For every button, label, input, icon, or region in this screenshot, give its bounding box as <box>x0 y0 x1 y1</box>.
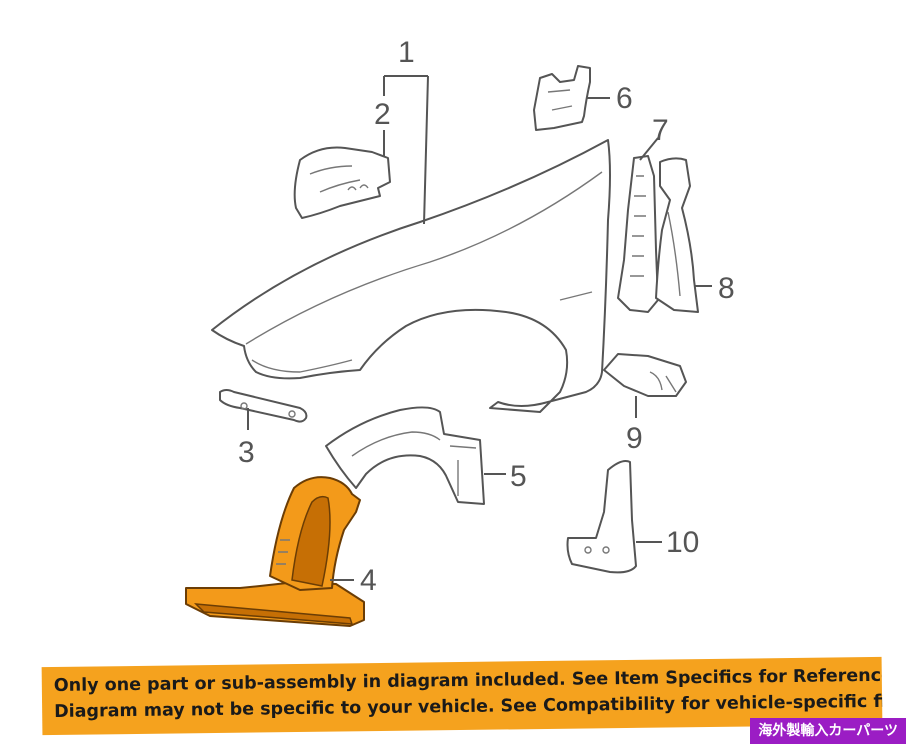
callout-6: 6 <box>616 82 633 115</box>
highlighted-part-4 <box>185 476 365 627</box>
callout-10: 10 <box>666 526 699 559</box>
watermark-label: 海外製輸入カーパーツ <box>750 718 906 744</box>
callout-7: 7 <box>652 114 669 147</box>
bracket-part-6 <box>533 65 591 131</box>
callout-2: 2 <box>374 98 391 131</box>
callout-1: 1 <box>398 36 415 69</box>
callout-8: 8 <box>718 272 735 305</box>
fender <box>211 139 611 413</box>
bracket-part-2 <box>293 146 391 219</box>
leader-lines <box>247 75 712 581</box>
panel-part-8 <box>655 157 699 313</box>
pillar-part-7 <box>617 155 659 313</box>
callout-9: 9 <box>626 422 643 455</box>
callout-5: 5 <box>510 460 527 493</box>
callout-3: 3 <box>238 436 255 469</box>
bracket-part-9 <box>603 353 687 397</box>
mudflap-part-10 <box>566 460 637 574</box>
bracket-part-3 <box>219 389 308 423</box>
wheelhouse-part-5 <box>325 406 485 505</box>
callout-4: 4 <box>360 564 377 597</box>
